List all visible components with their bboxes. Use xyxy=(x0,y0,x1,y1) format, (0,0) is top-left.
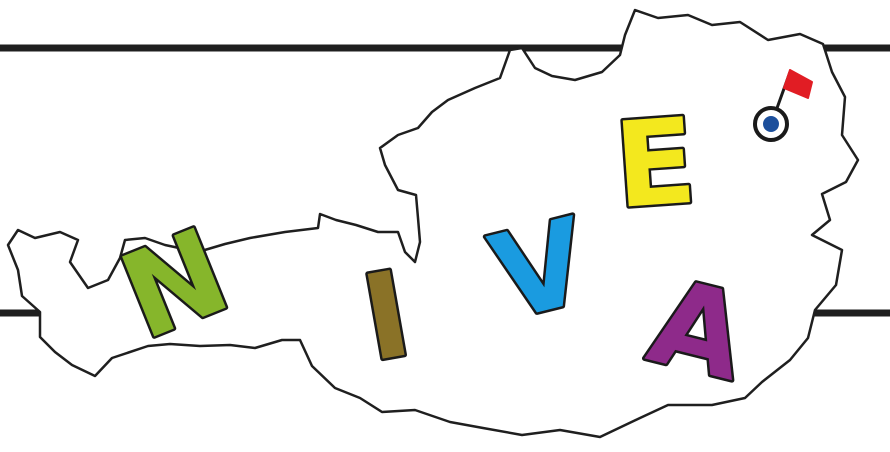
flag-icon xyxy=(783,69,813,99)
austria-map-icon xyxy=(6,8,860,439)
location-marker xyxy=(753,69,813,142)
letter-e: E xyxy=(610,92,700,235)
location-target-icon xyxy=(763,116,779,132)
